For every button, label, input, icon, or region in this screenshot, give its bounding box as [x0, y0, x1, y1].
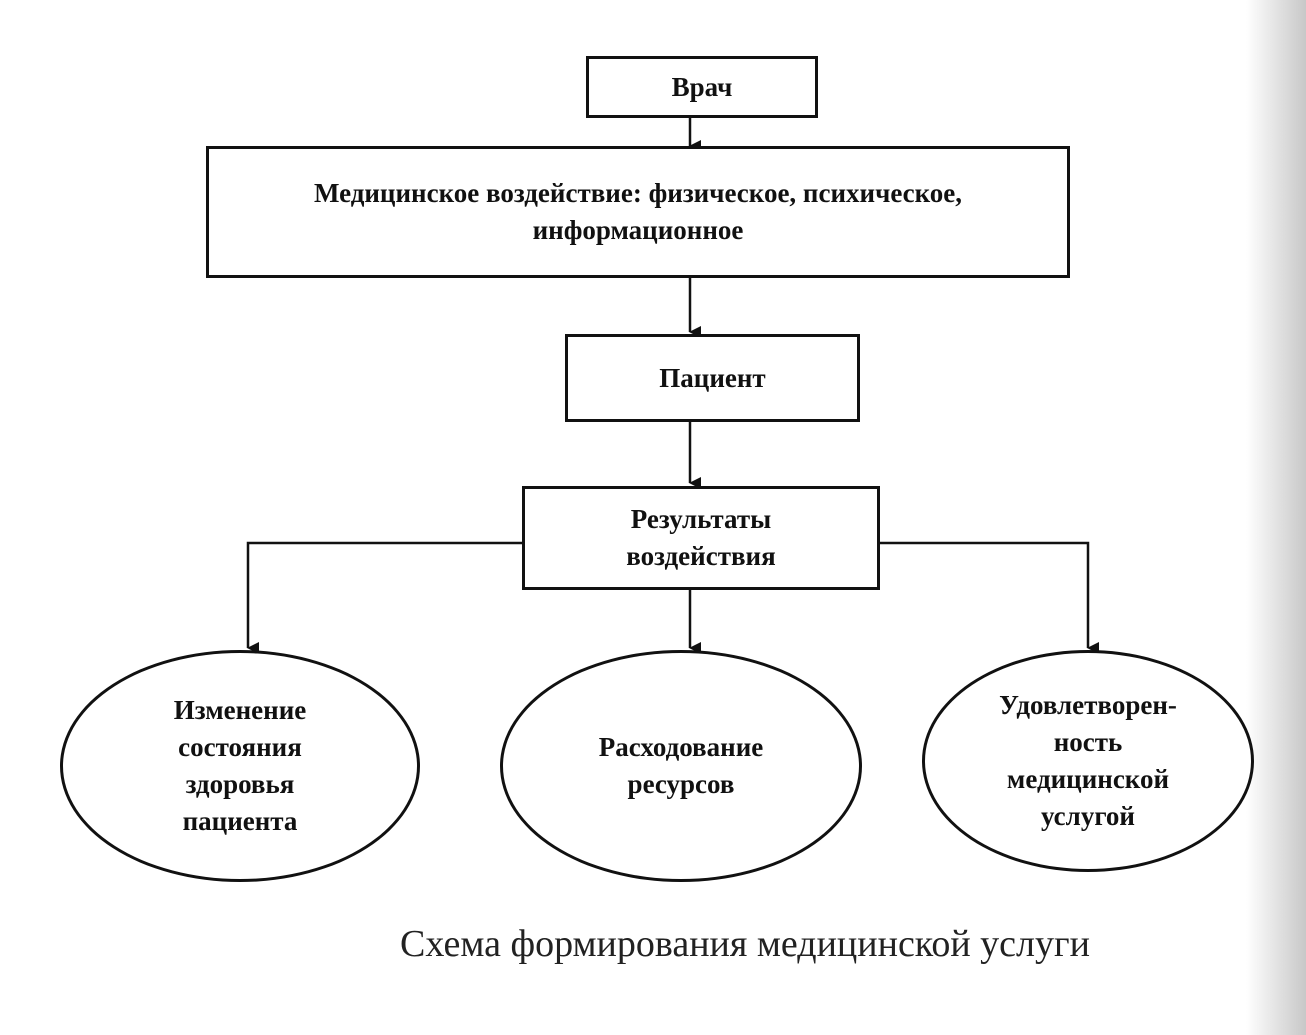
node-label-line: ресурсов	[627, 769, 735, 799]
node-label: Удовлетворен-ность медицинской услугой	[999, 687, 1177, 835]
node-label-line: Расходование	[598, 732, 764, 762]
node-label: Результаты воздействия	[626, 501, 775, 575]
node-patient: Пациент	[565, 334, 860, 422]
node-label-line: Изменение	[173, 695, 307, 725]
node-label-line: Результаты	[630, 504, 772, 534]
node-label-line: воздействия	[626, 541, 776, 571]
node-label-line: здоровья	[185, 769, 295, 799]
edge-results-to-satisfaction	[880, 541, 1099, 654]
node-label: Врач	[672, 69, 733, 106]
node-label-line: услугой	[1041, 801, 1135, 831]
node-label: Пациент	[659, 360, 765, 397]
node-doctor: Врач	[586, 56, 818, 118]
scan-edge-shadow	[1246, 0, 1306, 1035]
node-label: Изменение состояния здоровья пациента	[174, 692, 306, 840]
node-label-line: Медицинское воздействие: физическое, пси…	[313, 178, 963, 208]
node-results: Результаты воздействия	[522, 486, 880, 590]
node-label-line: Пациент	[659, 362, 766, 393]
node-label-line: Врач	[671, 71, 733, 102]
node-label-line: пациента	[182, 806, 298, 836]
node-label-line: состояния	[178, 732, 302, 762]
node-medical-impact: Медицинское воздействие: физическое, пси…	[206, 146, 1070, 278]
node-label: Медицинское воздействие: физическое, пси…	[314, 175, 962, 249]
node-label-line: Удовлетворен-	[999, 690, 1177, 720]
node-resources: Расходование ресурсов	[500, 650, 862, 882]
node-satisfaction: Удовлетворен-ность медицинской услугой	[922, 650, 1254, 872]
node-label-line: медицинской	[1006, 764, 1170, 794]
node-label-line: ность	[1053, 727, 1123, 757]
diagram-caption: Схема формирования медицинской услуги	[400, 923, 1090, 965]
node-label-line: информационное	[532, 215, 744, 245]
node-label: Расходование ресурсов	[599, 729, 763, 803]
node-health-change: Изменение состояния здоровья пациента	[60, 650, 420, 882]
edge-results-to-health-change	[246, 541, 522, 654]
